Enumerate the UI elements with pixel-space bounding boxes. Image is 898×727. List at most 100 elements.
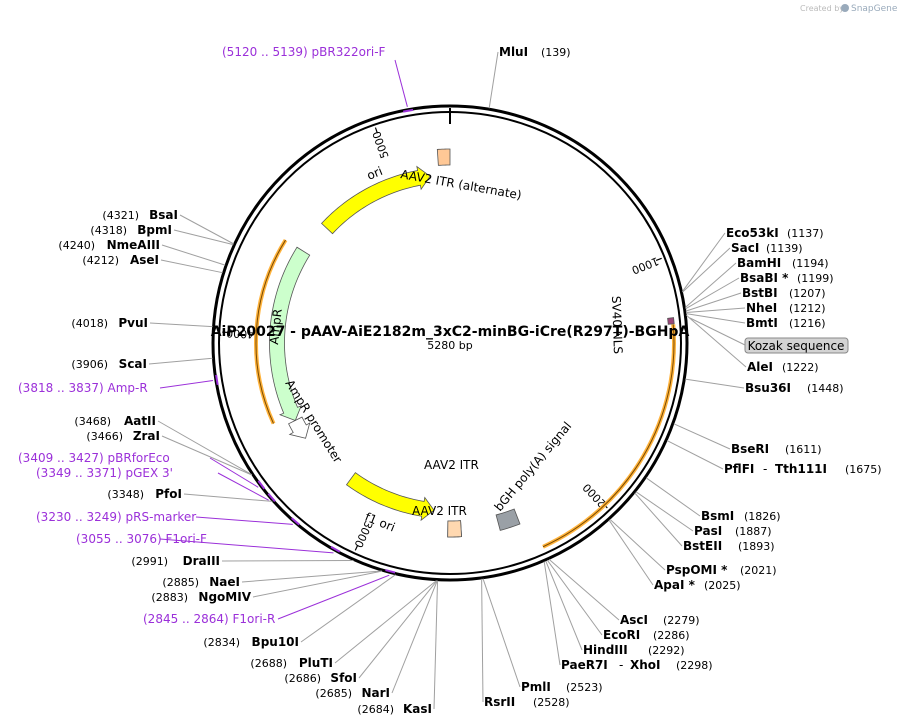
- site-nari-pos: (2685): [315, 687, 352, 700]
- site-line-aatii: [157, 420, 252, 475]
- kozak-label: Kozak sequence: [748, 339, 845, 353]
- site-line-alei: [686, 314, 747, 368]
- site-pfoi-pos: (3348): [107, 488, 144, 501]
- primer-mark-0: [402, 108, 414, 113]
- site-ngomiv-name: NgoMIV: [198, 590, 251, 604]
- site-bpu10i-name: Bpu10I: [252, 635, 299, 649]
- label-aav2-itr-lower: AAV2 ITR: [412, 504, 467, 518]
- site-sfoi-pos: (2686): [284, 672, 321, 685]
- site-hindiii-pos: (2292): [648, 644, 685, 657]
- site-bpmi-name: BpmI: [137, 223, 172, 237]
- site-zrai-pos: (3466): [86, 430, 123, 443]
- site-line-bsai: [179, 214, 234, 245]
- site-ngomiv-pos: (2883): [151, 591, 188, 604]
- site-alei-pos: (1222): [782, 361, 819, 374]
- site-naei-pos: (2885): [162, 576, 199, 589]
- backbone-outer: [211, 104, 689, 582]
- site-line-nhei: [685, 307, 746, 313]
- site-pspomi-pos: (2021): [740, 564, 777, 577]
- site-kasi-pos: (2684): [357, 703, 394, 716]
- primer-line-0: [394, 59, 408, 107]
- site-saci-name: SacI: [731, 241, 759, 255]
- site-line-bpu10i: [300, 574, 396, 643]
- site-eco53ki-name: Eco53kI: [726, 226, 779, 240]
- site-bpu10i-pos: (2834): [203, 636, 240, 649]
- site-line-naei: [241, 570, 382, 583]
- site-line-apai: [608, 519, 654, 586]
- site-line-zrai: [161, 435, 253, 476]
- site-line-pvui: [149, 322, 213, 328]
- site-paer7i-name: PaeR7I: [561, 658, 608, 672]
- site-apai-name: ApaI *: [654, 578, 696, 592]
- primer-line-1: [159, 380, 214, 389]
- site-bamhi-name: BamHI: [737, 256, 781, 270]
- site-tth111i-name: Tth111I: [775, 462, 827, 476]
- site-alei-name: AleI: [747, 360, 773, 374]
- site-line-pmli: [482, 578, 521, 688]
- plasmid-size: 5280 bp: [427, 339, 472, 352]
- site-pmli-name: PmlI: [521, 680, 551, 694]
- tick-5000: [374, 127, 378, 134]
- primer-pbr322ori-f: (5120 .. 5139) pBR322ori-F: [222, 45, 386, 59]
- site-line-bsmi: [645, 477, 701, 517]
- site-pflfi-sep: -: [763, 462, 767, 476]
- site-asci-pos: (2279): [663, 614, 700, 627]
- site-bsteii-name: BstEII: [683, 539, 722, 553]
- site-bsteii-pos: (1893): [738, 540, 775, 553]
- feature-bgh-poly-a-signal: [495, 508, 521, 531]
- primer-prs-marker: (3230 .. 3249) pRS-marker: [36, 510, 196, 524]
- site-pflfi-name: PflFI: [724, 462, 754, 476]
- site-mlui-pos: (139): [541, 46, 571, 59]
- site-ecori-name: EcoRI: [603, 628, 640, 642]
- primer-pbrforeco: (3409 .. 3427) pBRforEco: [18, 451, 170, 465]
- label-ampr-promoter: AmpR promoter: [282, 377, 344, 465]
- site-bmti-pos: (1216): [789, 317, 826, 330]
- site-line-bstbi: [685, 292, 742, 312]
- label-bgh-polya: bGH poly(A) signal: [492, 419, 575, 514]
- watermark-created-by: Created by: [800, 4, 844, 13]
- label-ori: ori: [365, 164, 385, 183]
- site-asci-name: AscI: [620, 613, 648, 627]
- site-bmti-name: BmtI: [746, 316, 778, 330]
- site-aatii-name: AatII: [124, 414, 156, 428]
- primer-line-5: [159, 538, 334, 554]
- site-line-pfoi: [183, 493, 273, 502]
- site-line-mlui: [488, 51, 499, 109]
- site-bsabi-name: BsaBI *: [740, 271, 789, 285]
- feature-aav2-itr-alternate-: [436, 148, 451, 166]
- primer-line-2: [209, 457, 259, 488]
- site-line-pluti: [334, 580, 437, 664]
- site-line-pspomi: [609, 518, 666, 571]
- site-pfoi-name: PfoI: [155, 487, 182, 501]
- snapgene-logo-icon: [841, 4, 849, 12]
- primer-mark-6: [385, 569, 396, 574]
- watermark-brand: SnapGene: [851, 4, 898, 14]
- primer-line-6: [277, 574, 390, 620]
- site-sfoi-name: SfoI: [330, 671, 357, 685]
- site-line-rsrii: [481, 578, 484, 703]
- site-saci-pos: (1139): [766, 242, 803, 255]
- site-line-bsabi: [685, 277, 740, 310]
- feature-ori: [320, 165, 431, 235]
- site-pvui-name: PvuI: [118, 316, 148, 330]
- feature-ampr: [269, 246, 311, 421]
- site-line-kasi: [433, 580, 439, 710]
- site-line-bmti: [686, 313, 746, 324]
- site-line-paer7i: [543, 561, 561, 666]
- feature-ampr-orange-edge: [255, 239, 286, 424]
- site-pvui-pos: (4018): [71, 317, 108, 330]
- site-draiii-name: DraIII: [183, 554, 220, 568]
- feature-icre-r297t--edge: [542, 324, 675, 548]
- site-hindiii-name: HindIII: [583, 643, 628, 657]
- site-bsu36i-name: Bsu36I: [745, 381, 791, 395]
- site-kasi-name: KasI: [403, 702, 432, 716]
- site-pluti-pos: (2688): [250, 657, 287, 670]
- feature-f1-ori: [345, 472, 435, 522]
- plasmid-name: AiP20027 - pAAV-AiE2182m_3xC2-minBG-iCre…: [211, 324, 690, 340]
- site-line-nmeaiii: [161, 244, 226, 266]
- site-pmli-pos: (2523): [566, 681, 603, 694]
- site-pasi-name: PasI: [694, 524, 722, 538]
- site-xhoi-name: XhoI: [630, 658, 661, 672]
- site-line-bpmi: [173, 229, 234, 246]
